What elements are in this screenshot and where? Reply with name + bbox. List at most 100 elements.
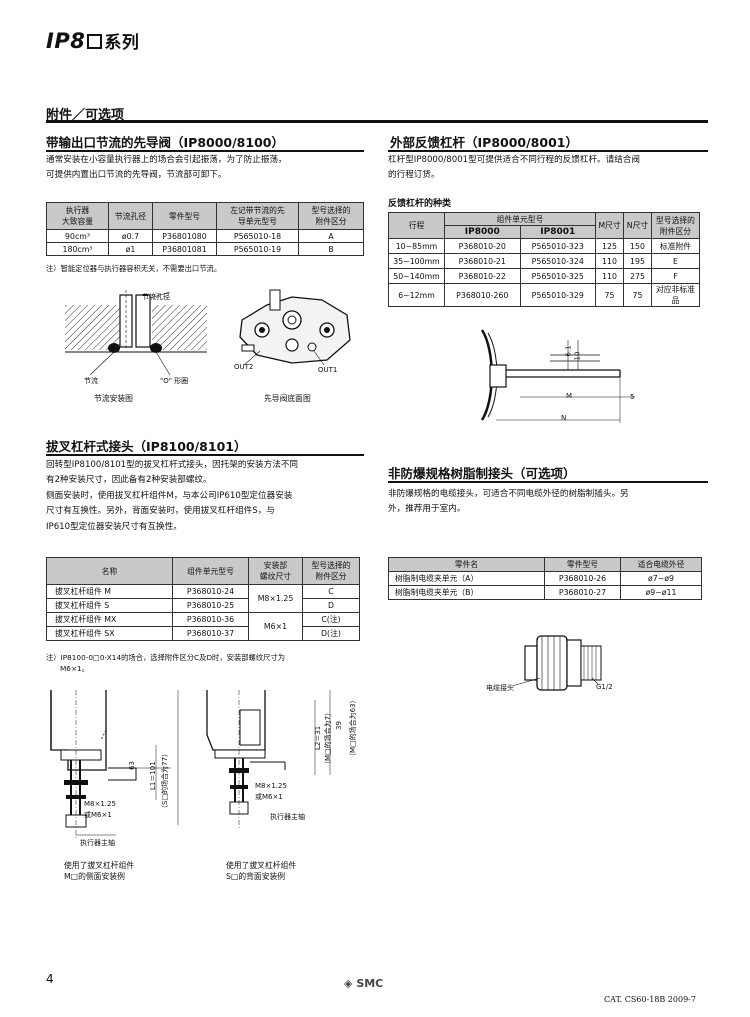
sec3-note: 注）IP8100-0□0-X14的场合，选择附件区分C及D时，安装部螺纹尺寸为 … [46,652,285,674]
cable-gland-figure [511,635,602,691]
table-header: 零件名 [388,557,545,572]
table-cell: 180cm³ [46,242,109,256]
sec2-title: 外部反馈杠杆（IP8000/8001） [390,135,578,150]
orifice-tube-right [135,294,151,348]
accessories-title: 附件／可选项 [46,108,125,123]
sec1-table: 执行器 大致容量 节流孔径 零件型号 左记带节流的先 导单元型号 型号选择的 附… [46,202,364,256]
table-row: 50~140mm P368010-22 P565010-325 110 275 … [388,268,700,284]
table-cell: 拔叉杠杆组件 S [46,598,173,613]
smc-logo: ◈ SMC [344,977,384,990]
table-row: 拔叉杠杆组件 MX P368010-36 M6×1 C(注) [46,612,360,641]
table-cell: C(注) [302,612,360,627]
page-number: 4 [46,972,54,986]
m6-label-1: 或M6×1 [84,811,112,819]
g12-label: G1/2 [596,683,613,691]
caption-back-mount: 使用了拔叉杠杆组件 S□的背面安装例 [226,860,296,882]
table-cell: E [651,253,700,269]
table-header: IP8000 [444,225,521,239]
table-header: 零件型号 [544,557,621,572]
note-line: M6×1。 [60,664,89,673]
table-cell: D [302,598,360,613]
table-cell: P368010-24 [172,584,249,599]
throttle-label: 节流 [84,377,98,385]
side-mount-figure [50,690,179,840]
table-cell: 拔叉杠杆组件 MX [46,612,173,627]
sec1-title: 带输出口节流的先导阀（IP8000/8100） [46,135,284,150]
sec4-table: 零件名 零件型号 适合电缆外径 树脂制电缆夹单元（A） P368010-26 ø… [388,557,702,600]
sec1-note: 注）智能定位器与执行器容积无关，不需要出口节流。 [46,264,222,273]
table-cell: P368010-27 [544,585,621,600]
throttle-install-figure [65,290,207,376]
table-cell: 110 [595,268,624,284]
table-header: 左记带节流的先 导单元型号 [216,202,299,230]
feedback-lever-figure [480,329,635,423]
table-cell: ø1 [108,242,153,256]
table-cell: P368010-260 [444,283,521,307]
sec4-paragraph: 非防爆规格的电缆接头，可适合不同电缆外径的树脂制插头。另 外，推荐用于室内。 [388,487,629,518]
table-cell: 对应非标准品 [651,283,700,307]
shaft-label-1: 执行器主轴 [80,839,115,847]
para-line: 侧面安装时，使用拔叉杠杆组件M，与本公司IP610型定位器安装 [46,490,293,501]
table-cell: P368010-25 [172,598,249,613]
table-cell: P565010-329 [519,283,596,307]
table-cell: 标准附件 [651,238,700,254]
table-header: 节流孔径 [108,202,153,230]
para-line: 尺寸有互换性。另外，背面安装时，使用拔叉杠杆组件S，与 [46,506,275,517]
table-cell: 50~140mm [388,268,445,284]
shaft-label-2: 执行器主轴 [270,813,305,821]
table-cell: A [298,229,364,243]
table-cell: 拔叉杠杆组件 SX [46,626,173,641]
table-cell: 10~85mm [388,238,445,254]
dim-m63: （M□的场合为63） [349,696,357,760]
table-cell: 275 [623,268,652,284]
table-cell: P36801080 [152,229,217,243]
table-row: 10~85mm P368010-20 P565010-323 125 150 标… [388,238,700,254]
table-cell: P36801081 [152,242,217,256]
table-header: 名称 [46,557,173,585]
table-cell: 75 [595,283,624,307]
table-cell: 树脂制电缆夹单元（A） [388,571,545,586]
para-line: 非防爆规格的电缆接头，可适合不同电缆外径的树脂制插头。另 [388,489,629,499]
caption-side-mount: 使用了拔叉杠杆组件 M□的侧面安装例 [64,860,134,882]
catalog-number: CAT. CS60-18B 2009-7 [604,995,696,1004]
table-cell: 90cm³ [46,229,109,243]
oring-left [108,343,120,353]
table-cell: ø0.7 [108,229,153,243]
table-cell: 75 [623,283,652,307]
table-cell: B [298,242,364,256]
m8-label-2: M8×1.25 [255,782,287,790]
dim-s-case: （S□的场合为77） [161,750,169,812]
table-row: 树脂制电缆夹单元（B） P368010-27 ø9~ø11 [388,585,702,600]
out1-label: OUT1 [318,366,338,374]
table-header: 行程 [388,212,445,239]
out2-label: OUT2 [234,363,254,371]
table-header: 型号选择的 附件区分 [651,212,700,239]
table-header: 执行器 大致容量 [46,202,109,230]
table-cell: P565010-323 [519,238,596,254]
table-header: 型号选择的 附件区分 [302,557,360,585]
table-header: N尺寸 [623,212,652,239]
block-right [152,305,207,350]
dim-m: M [566,392,573,400]
sec4-title: 非防爆规格树脂制接头（可选项） [388,466,576,481]
caption-line: 使用了拔叉杠杆组件 [226,861,297,870]
table-row: 树脂制电缆夹单元（A） P368010-26 ø7~ø9 [388,571,702,586]
sec4-rule [388,481,708,483]
dim-6-1: 6.1 [564,345,573,357]
table-cell: P565010-324 [519,253,596,269]
para-line: 回转型IP8100/8101型的拔叉杠杆式接头，因托架的安装方法不同 [46,460,299,470]
table-cell: F [651,268,700,284]
table-cell: ø9~ø11 [620,585,702,600]
table-header: 零件型号 [152,202,217,230]
orifice-label: 节流孔径 [142,293,170,301]
table-cell: 6~12mm [388,283,445,307]
table-cell: P565010-19 [216,242,299,256]
table-cell: P368010-36 [172,612,249,627]
para-line: 可提供内置出口节流的先导阀，节流部可卸下。 [46,170,227,181]
sec3-title: 拔叉杠杆式接头（IP8100/8101） [46,439,247,454]
m6-label-2: 或M6×1 [255,793,283,801]
table-cell: P368010-22 [444,268,521,284]
table-cell: P368010-37 [172,626,249,641]
sec2-paragraph: 杠杆型IP8000/8001型可提供适合不同行程的反馈杠杆。请结合阀 的行程订货… [388,153,640,184]
table-row: 拔叉杠杆组件 S P368010-25 D [46,598,360,613]
